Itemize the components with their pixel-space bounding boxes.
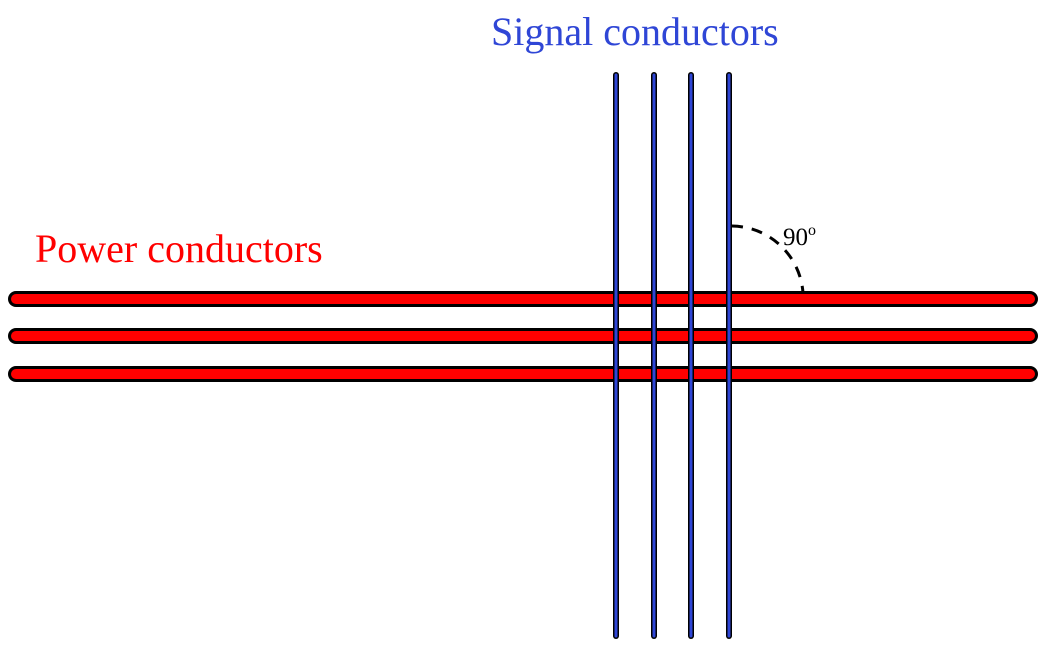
angle-label: 90o [783, 222, 816, 251]
angle-degree-symbol: o [808, 222, 816, 239]
power-conductor-group [8, 291, 1038, 382]
angle-value: 90 [783, 224, 808, 251]
power-conductors-label: Power conductors [35, 226, 323, 271]
signal-conductors-label: Signal conductors [491, 9, 779, 54]
signal-conductor-group [613, 72, 732, 639]
